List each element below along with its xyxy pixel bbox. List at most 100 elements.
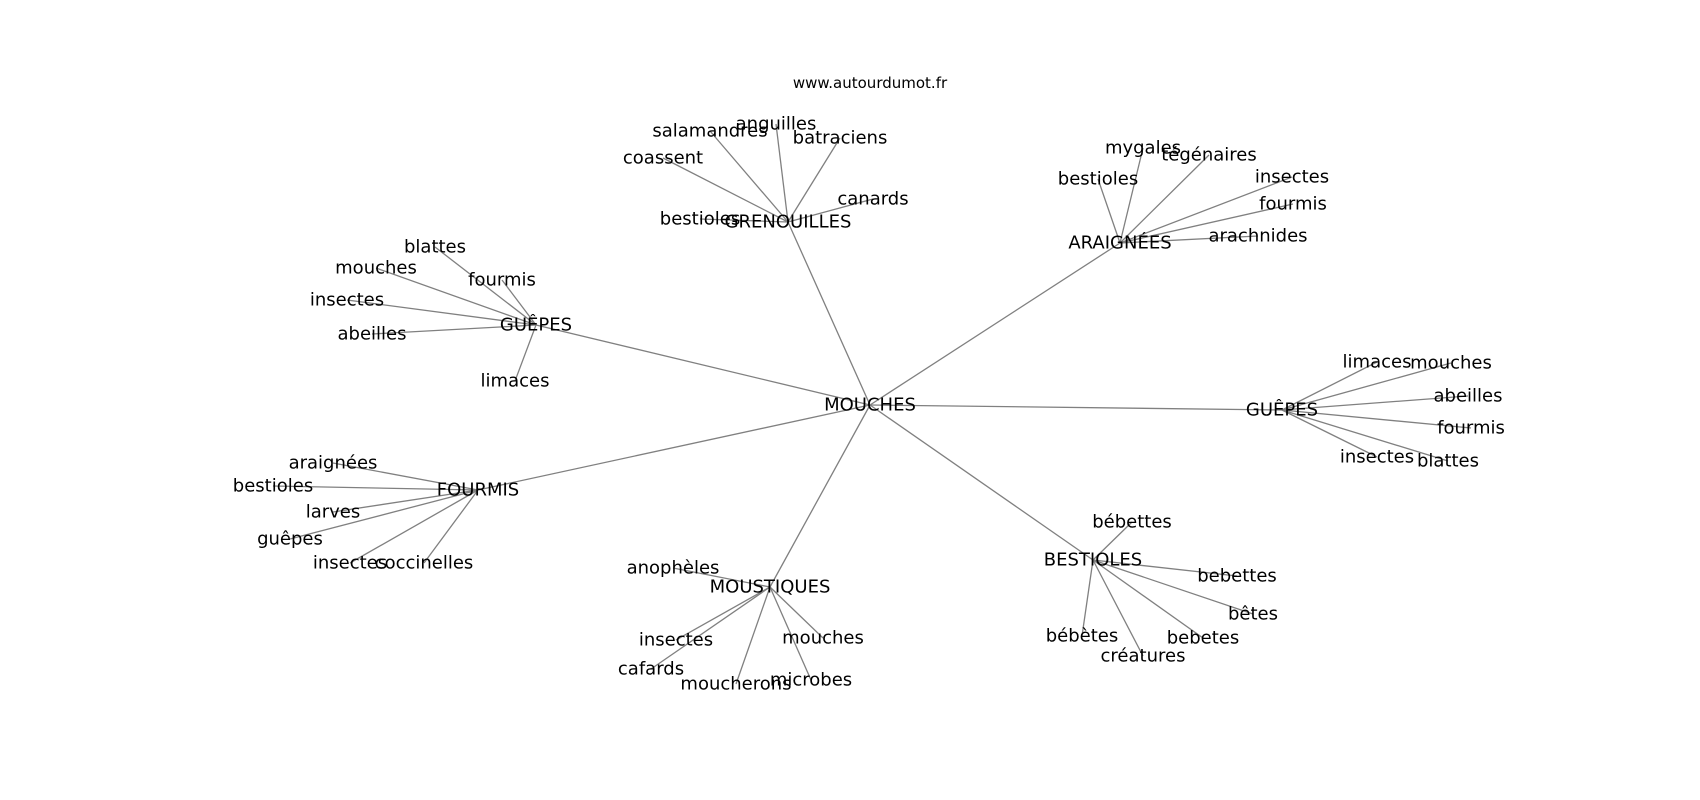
cluster-node: FOURMIS: [437, 480, 519, 501]
term-node: salamandres: [652, 121, 767, 142]
graph-edges: [272, 123, 1472, 685]
edge-cluster-to-term: [514, 324, 537, 382]
term-node: tégénaires: [1161, 145, 1257, 166]
edge-cluster-to-term: [769, 586, 812, 681]
edge-cluster-to-term: [346, 299, 537, 326]
edge-cluster-to-term: [1281, 362, 1452, 411]
edge-cluster-to-term: [787, 198, 874, 223]
term-node: mouches: [335, 258, 417, 279]
edge-cluster-to-term: [1092, 521, 1133, 561]
edge-cluster-to-term: [675, 586, 771, 641]
edge-cluster-to-term: [769, 586, 824, 639]
term-node: coassent: [623, 148, 703, 169]
edge-cluster-to-term: [1281, 409, 1472, 429]
edge-cluster-to-term: [1119, 235, 1259, 244]
edge-cluster-to-term: [650, 586, 771, 670]
term-node: bestioles: [233, 476, 313, 497]
site-watermark: www.autourdumot.fr: [793, 74, 948, 92]
edge-cluster-to-term: [1119, 203, 1294, 244]
term-node: insectes: [1340, 447, 1414, 468]
term-node: insectes: [1255, 167, 1329, 188]
edge-cluster-to-term: [1119, 176, 1293, 244]
term-node: abeilles: [1434, 386, 1503, 407]
term-node: bestioles: [660, 209, 740, 230]
term-node: anophèles: [627, 558, 720, 579]
term-node: bestioles: [1058, 169, 1138, 190]
cluster-node: MOUSTIQUES: [710, 577, 831, 598]
edge-center-to-cluster: [869, 404, 1283, 411]
term-node: insectes: [313, 553, 387, 574]
term-node: fourmis: [468, 270, 536, 291]
term-node: bébètes: [1046, 626, 1119, 647]
edge-cluster-to-term: [662, 157, 789, 223]
edge-center-to-cluster: [869, 404, 1094, 561]
edge-cluster-to-term: [289, 489, 479, 540]
edge-cluster-to-term: [709, 130, 789, 223]
edge-center-to-cluster: [787, 221, 871, 406]
term-node: mouches: [1410, 353, 1492, 374]
edge-cluster-to-term: [423, 489, 479, 564]
term-node: bébettes: [1092, 512, 1172, 533]
edge-cluster-to-term: [1092, 559, 1238, 577]
edge-cluster-to-term: [1092, 559, 1144, 657]
term-node: limaces: [481, 371, 550, 392]
term-node: mouches: [782, 628, 864, 649]
edge-cluster-to-term: [1097, 178, 1121, 244]
edge-center-to-cluster: [535, 324, 871, 406]
edge-cluster-to-term: [775, 123, 789, 223]
term-node: insectes: [310, 290, 384, 311]
term-node: créatures: [1101, 646, 1186, 667]
edge-cluster-to-term: [332, 462, 479, 491]
term-node: mygales: [1105, 138, 1181, 159]
edge-cluster-to-term: [699, 218, 789, 223]
term-node: anguilles: [736, 114, 817, 135]
cluster-node: GUÊPES: [1246, 399, 1318, 421]
term-node: larves: [306, 502, 361, 523]
edge-center-to-cluster: [869, 242, 1121, 406]
term-node: limaces: [1343, 352, 1412, 373]
edge-cluster-to-term: [1092, 559, 1204, 639]
edge-cluster-to-term: [1092, 559, 1254, 615]
term-node: guêpes: [257, 529, 323, 550]
edge-cluster-to-term: [1281, 409, 1378, 458]
edge-cluster-to-term: [501, 279, 537, 326]
term-node: blattes: [404, 237, 466, 258]
edge-cluster-to-term: [332, 489, 479, 513]
term-node: microbes: [770, 670, 852, 691]
cluster-node: GUÊPES: [500, 314, 572, 336]
cluster-node: GRENOUILLES: [725, 212, 852, 233]
term-node: blattes: [1417, 451, 1479, 472]
edge-cluster-to-term: [375, 267, 537, 326]
term-node: insectes: [639, 630, 713, 651]
term-node: bebetes: [1167, 628, 1240, 649]
edge-cluster-to-term: [1281, 361, 1378, 411]
edge-cluster-to-term: [434, 246, 537, 326]
edge-cluster-to-term: [1281, 395, 1469, 411]
edge-cluster-to-term: [735, 586, 771, 685]
cluster-node: ARAIGNÉES: [1068, 232, 1171, 254]
term-node: arachnides: [1208, 226, 1307, 247]
edge-center-to-cluster: [769, 404, 871, 588]
edge-cluster-to-term: [672, 567, 771, 588]
term-node: batraciens: [793, 128, 888, 149]
term-node: cafards: [618, 659, 684, 680]
term-node: fourmis: [1259, 194, 1327, 215]
term-node: moucherons: [680, 674, 791, 695]
term-node: canards: [837, 189, 908, 210]
edge-cluster-to-term: [371, 324, 537, 335]
term-node: bêtes: [1228, 604, 1278, 625]
edge-cluster-to-term: [272, 485, 479, 491]
term-node: abeilles: [338, 324, 407, 345]
edge-cluster-to-term: [349, 489, 479, 564]
cluster-node: BESTIOLES: [1044, 550, 1142, 571]
term-node: bebettes: [1197, 566, 1277, 587]
edge-cluster-to-term: [1119, 154, 1210, 244]
center-node: MOUCHES: [824, 395, 916, 416]
edge-cluster-to-term: [1081, 559, 1094, 637]
term-node: fourmis: [1437, 418, 1505, 439]
edge-center-to-cluster: [477, 404, 871, 491]
edge-cluster-to-term: [1281, 409, 1449, 462]
edge-cluster-to-term: [787, 137, 841, 223]
